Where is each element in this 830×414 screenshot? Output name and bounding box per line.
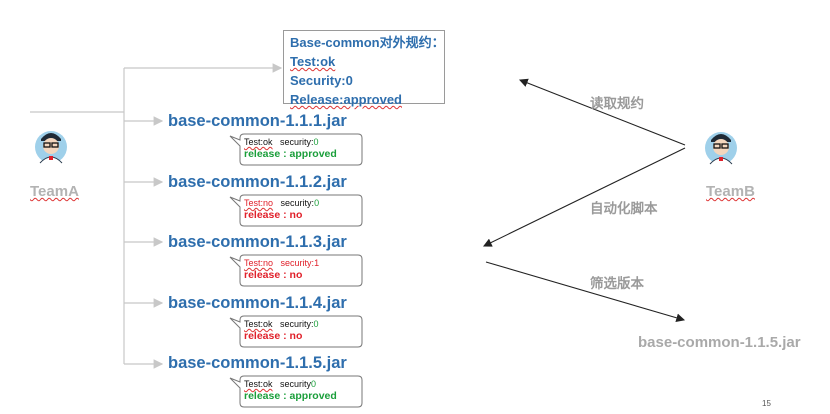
contract-box: Base-common对外规约： Test:ok Security:0 Rele…	[283, 30, 445, 107]
jar-test-status: Test:no	[244, 198, 274, 208]
jar-security-value: 0	[313, 137, 319, 147]
jar-release-status: release : no	[244, 330, 303, 342]
jar-status-line: Test:ok security:0	[244, 137, 319, 147]
jar-status-callout: Test:no security:1 release : no	[229, 254, 363, 287]
team-a-avatar	[34, 127, 68, 172]
jar-status-callout: Test:ok security0 release : approved	[229, 375, 363, 408]
select-version-arrow	[485, 261, 686, 323]
jar-status-callout: Test:no security:0 release : no	[229, 194, 363, 227]
jar-security-label: security:	[280, 258, 315, 268]
jar-test-status: Test:ok	[244, 319, 273, 329]
jar-status-line: Test:no security:1	[244, 258, 319, 268]
developer-avatar-icon	[705, 132, 737, 165]
jar-release-status: release : no	[244, 209, 303, 221]
jar-security-value: 0	[311, 379, 317, 389]
read-contract-arrow	[518, 78, 686, 146]
jar-security-label: security	[280, 379, 312, 389]
selected-jar-label: base-common-1.1.5.jar	[638, 334, 801, 351]
script-arrow	[483, 147, 686, 247]
script-label: 自动化脚本	[590, 201, 658, 216]
jar-security-label: security:	[280, 137, 314, 147]
jar-test-status: Test:ok	[244, 137, 273, 147]
contract-title: Base-common对外规约：	[290, 35, 445, 50]
callout-bubble	[229, 194, 363, 227]
jar-test-status: Test:no	[244, 258, 274, 268]
jar-status-line: Test:ok security0	[244, 379, 316, 389]
developer-avatar-icon	[35, 131, 67, 164]
team-b-label: TeamB	[706, 183, 755, 200]
jar-status-line: Test:no security:0	[244, 198, 319, 208]
callout-bubble	[229, 254, 363, 287]
jar-name: base-common-1.1.2.jar	[168, 173, 347, 191]
callout-bubble	[229, 375, 363, 408]
jar-name: base-common-1.1.1.jar	[168, 112, 347, 130]
jar-release-status: release : approved	[244, 148, 337, 160]
callout-bubble	[229, 133, 363, 166]
jar-status-line: Test:ok security:0	[244, 319, 319, 329]
callout-bubble	[229, 315, 363, 348]
jar-test-status: Test:ok	[244, 379, 273, 389]
jar-security-value: 0	[314, 198, 320, 208]
contract-test: Test:ok	[290, 54, 336, 69]
jar-status-callout: Test:ok security:0 release : approved	[229, 133, 363, 166]
contract-release: Release:approved	[290, 92, 402, 107]
jar-name: base-common-1.1.3.jar	[168, 233, 347, 251]
team-a-label: TeamA	[30, 183, 79, 200]
page-number: 15	[762, 399, 771, 408]
team-b-avatar	[704, 128, 738, 173]
jar-security-label: security:	[280, 198, 315, 208]
select-version-label: 筛选版本	[590, 276, 644, 291]
contract-security: Security:0	[290, 73, 353, 88]
read-contract-label: 读取规约	[590, 96, 644, 111]
jar-security-value: 0	[313, 319, 319, 329]
jar-release-status: release : no	[244, 269, 303, 281]
jar-name: base-common-1.1.4.jar	[168, 294, 347, 312]
jar-security-label: security:	[280, 319, 314, 329]
jar-security-value: 1	[314, 258, 320, 268]
jar-release-status: release : approved	[244, 390, 337, 402]
jar-name: base-common-1.1.5.jar	[168, 354, 347, 372]
jar-status-callout: Test:ok security:0 release : no	[229, 315, 363, 348]
